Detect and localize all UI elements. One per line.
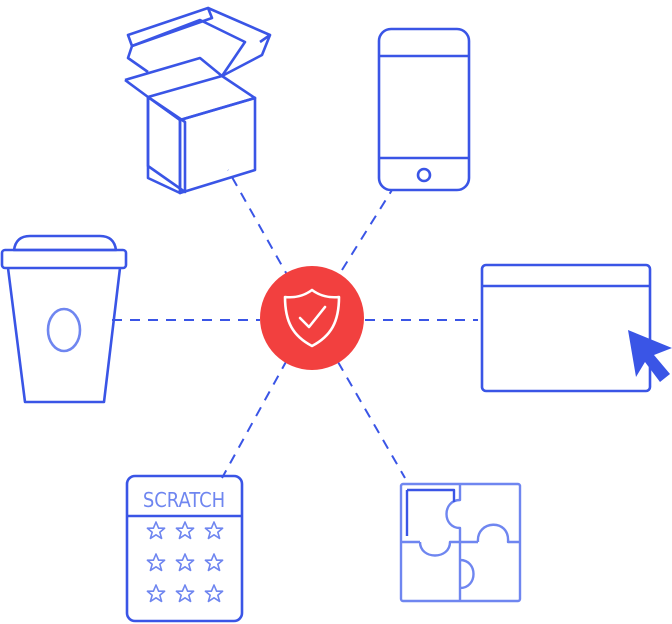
smartphone-icon — [377, 27, 471, 192]
cereal-box-icon — [124, 6, 272, 195]
connectors — [112, 169, 478, 479]
star-grid — [146, 521, 224, 603]
connector-puzzle — [337, 361, 406, 479]
connector-box — [227, 169, 291, 281]
connector-phone — [341, 189, 393, 271]
browser-window-cursor-icon — [480, 263, 672, 393]
coffee-cup-icon — [0, 234, 128, 404]
cursor-icon — [628, 330, 672, 382]
scratch-label: SCRATCH — [143, 488, 225, 512]
center-circle — [260, 266, 364, 370]
center-node — [260, 266, 364, 370]
puzzle-pieces-icon — [399, 482, 522, 603]
shield-check-icon — [283, 288, 341, 348]
scratch-card-icon: SCRATCH — [125, 474, 244, 623]
connector-scratch — [221, 359, 288, 479]
